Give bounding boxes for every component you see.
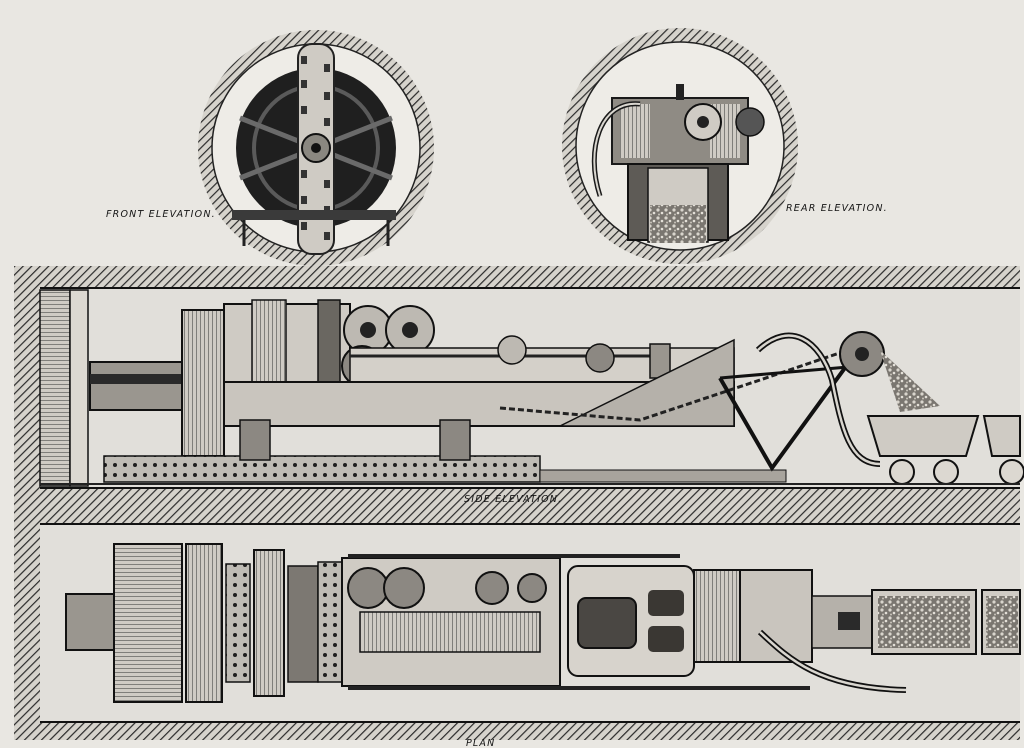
plan-label: PLAN [466, 738, 495, 748]
side-bucket-chain [499, 344, 861, 422]
side-tunnel-roof [14, 266, 1020, 288]
front-elevation-label: FRONT ELEVATION. [106, 209, 216, 220]
plan-tunnel-wall-top [14, 508, 1020, 524]
spoil-wagon-1 [866, 415, 980, 457]
rear-elevation-label: REAR ELEVATION. [786, 203, 888, 214]
side-cutter-face [39, 289, 71, 487]
side-tunnel-floor [14, 488, 1020, 508]
spoil-wagon-2 [982, 415, 1021, 457]
side-falling-spoil [880, 350, 940, 412]
rear-elevation-figure: REAR ELEVATION. [562, 28, 888, 264]
plan-cutter-drum [113, 543, 183, 703]
plan-gear-drum [253, 549, 285, 697]
cutter-teeth [301, 56, 330, 240]
side-elevation-figure: SIDE ELEVATION. [14, 266, 1024, 508]
plan-shaft [65, 593, 115, 651]
side-elevation-label: SIDE ELEVATION. [464, 494, 562, 505]
side-main-shaft [89, 361, 187, 411]
side-rack-rail [103, 455, 541, 483]
rear-spoil-heap [650, 205, 706, 243]
front-elevation-figure: FRONT ELEVATION. [106, 30, 434, 266]
plan-figure: PLAN [14, 508, 1021, 748]
plan-tunnel-wall-bottom [14, 722, 1020, 740]
